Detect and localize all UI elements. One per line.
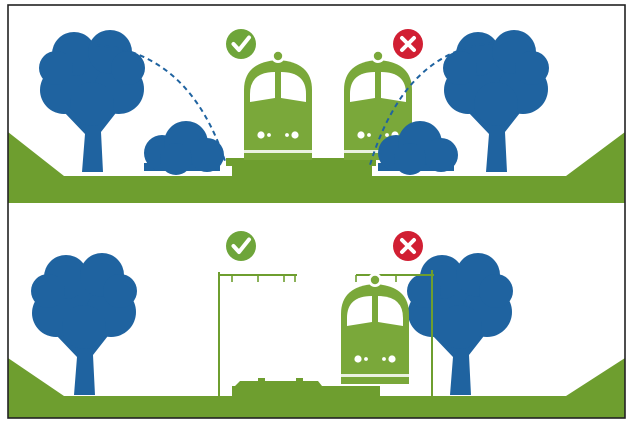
check-icon [226, 231, 256, 261]
panel-divider [8, 203, 625, 209]
tree-right-top [443, 30, 549, 172]
catenary-gantry-good [219, 272, 297, 396]
track-bed-bottom [235, 378, 322, 386]
panel-top-vegetation [8, 29, 625, 203]
tram-bad-bottom [341, 273, 409, 384]
panel-bottom-overhead-line [8, 231, 625, 418]
bush-left-top [144, 121, 224, 175]
check-icon [226, 29, 256, 59]
cross-icon [393, 231, 423, 261]
tree-left-bottom [31, 253, 137, 395]
tram-good-top [244, 49, 312, 160]
ground-embankment-bottom [8, 358, 625, 418]
tree-left-top [39, 30, 145, 172]
cross-icon [393, 29, 423, 59]
